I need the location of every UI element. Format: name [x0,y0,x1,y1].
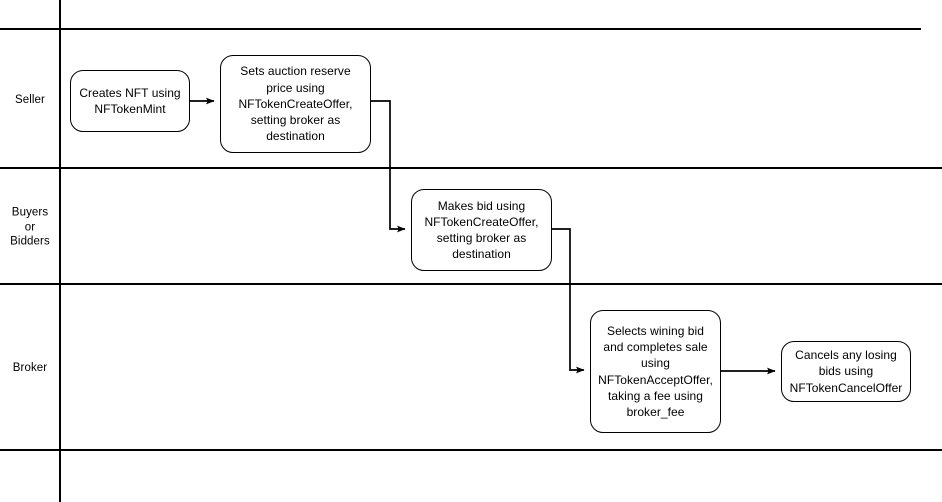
process-node-creates-nft[interactable]: Creates NFT using NFTokenMint [70,70,190,132]
lane-label-broker: Broker [12,361,48,374]
lane-label-buyers-or-bidders: Buyers or Bidders [10,206,50,248]
connector-reserve-to-bid [371,100,406,233]
process-node-selects-winning-bid[interactable]: Selects wining bid and completes sale us… [590,310,721,433]
process-node-cancels-losing-bids[interactable]: Cancels any losing bids using NFTokenCan… [781,341,911,402]
connector-bid-to-accept [552,228,585,374]
lane-label-seller: Seller [14,93,45,106]
process-node-sets-auction-reserve[interactable]: Sets auction reserve price using NFToken… [220,55,371,153]
process-node-makes-bid[interactable]: Makes bid using NFTokenCreateOffer, sett… [411,189,552,271]
